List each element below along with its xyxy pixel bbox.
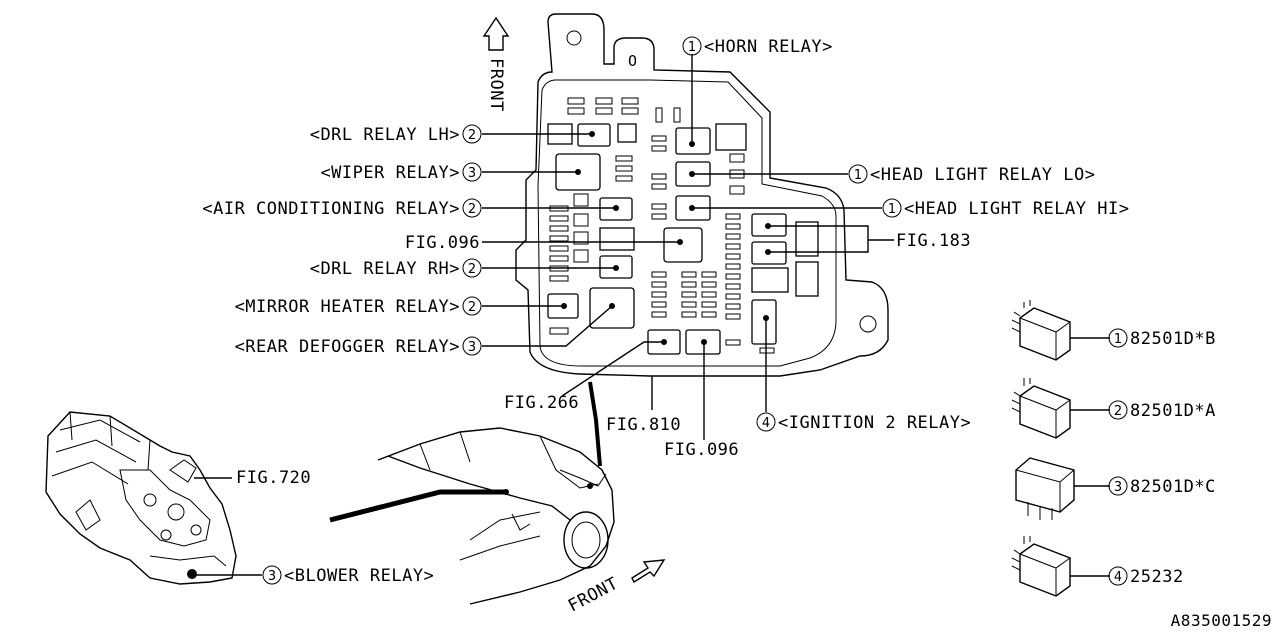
heater-unit-illustration <box>45 411 262 585</box>
svg-text:2: 2 <box>468 300 476 315</box>
svg-text:2: 2 <box>468 202 476 217</box>
label-fig266: FIG.266 <box>504 393 579 413</box>
part-number-2: 82501D*A <box>1130 401 1216 421</box>
label-fig183: FIG.183 <box>896 231 971 251</box>
svg-text:1: 1 <box>688 40 696 55</box>
label-fig096-bottom: FIG.096 <box>664 440 739 460</box>
label-air-conditioning-relay: <AIR CONDITIONING RELAY> <box>202 199 460 219</box>
label-fig096-left: FIG.096 <box>405 233 480 253</box>
label-fig810: FIG.810 <box>606 415 681 435</box>
svg-text:1: 1 <box>1114 332 1122 347</box>
label-mirror-heater-relay: <MIRROR HEATER RELAY> <box>235 297 460 317</box>
relay-part-4-illustration <box>1011 536 1071 597</box>
label-ignition-2-relay: <IGNITION 2 RELAY> <box>778 413 971 433</box>
label-head-light-relay-hi: <HEAD LIGHT RELAY HI> <box>904 199 1129 219</box>
part-number-4: 25232 <box>1130 567 1184 587</box>
relay-part-3-illustration <box>1015 457 1075 520</box>
svg-text:1: 1 <box>888 202 896 217</box>
relay-part-1-illustration <box>1011 300 1071 361</box>
front-label-top: FRONT <box>486 58 506 112</box>
svg-text:3: 3 <box>268 569 276 584</box>
part-number-3: 82501D*C <box>1130 477 1216 497</box>
label-blower-relay: <BLOWER RELAY> <box>284 566 434 586</box>
relay-box: O <box>515 13 889 377</box>
diagram-id: A835001529 <box>1171 611 1272 630</box>
label-drl-relay-lh: <DRL RELAY LH> <box>310 125 460 145</box>
front-arrow-bottom: FRONT <box>565 559 666 617</box>
relays <box>547 123 787 355</box>
leader-lines <box>482 54 894 440</box>
relay-part-2-illustration <box>1011 378 1071 439</box>
svg-text:3: 3 <box>468 166 476 181</box>
svg-text:3: 3 <box>468 340 476 355</box>
svg-text:2: 2 <box>1114 404 1122 419</box>
parts-legend: 1 82501D*B 2 82501D*A 3 82501D*C 4 <box>1011 300 1216 597</box>
svg-text:3: 3 <box>1114 480 1122 495</box>
label-fig720: FIG.720 <box>236 468 311 488</box>
svg-text:2: 2 <box>468 128 476 143</box>
label-wiper-relay: <WIPER RELAY> <box>320 163 460 183</box>
label-horn-relay: <HORN RELAY> <box>704 37 833 57</box>
svg-text:O: O <box>628 52 638 70</box>
label-rear-defogger-relay: <REAR DEFOGGER RELAY> <box>235 337 460 357</box>
svg-text:1: 1 <box>854 168 862 183</box>
svg-text:4: 4 <box>1114 570 1122 585</box>
front-arrow-top: FRONT <box>482 16 510 112</box>
part-number-1: 82501D*B <box>1130 329 1216 349</box>
svg-text:4: 4 <box>762 416 770 431</box>
relay-labels: <HORN RELAY> <DRL RELAY LH> <WIPER RELAY… <box>202 37 1129 586</box>
label-drl-relay-rh: <DRL RELAY RH> <box>310 259 460 279</box>
svg-text:2: 2 <box>468 262 476 277</box>
callouts: 1 2 3 2 2 2 3 1 1 4 3 <box>262 36 902 585</box>
car-illustration <box>329 381 615 605</box>
front-label-bottom: FRONT <box>565 574 622 617</box>
label-head-light-relay-lo: <HEAD LIGHT RELAY LO> <box>870 165 1095 185</box>
